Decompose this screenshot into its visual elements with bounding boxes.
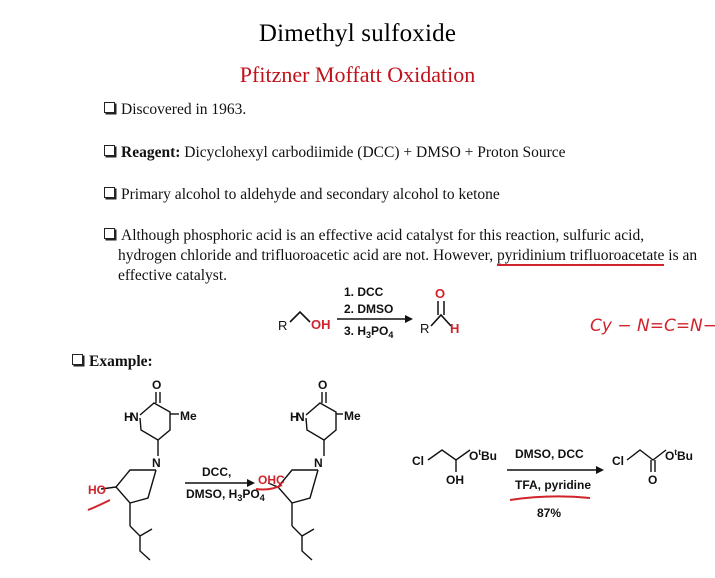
atom-h: H xyxy=(124,410,133,424)
arrow-head xyxy=(405,315,413,323)
alkyl-chain xyxy=(289,310,311,323)
bullet-acid-catalyst-line2: hydrogen chloride and trifluoroacetic ac… xyxy=(118,246,715,286)
atom-n: N xyxy=(296,410,305,424)
aldehyde-label: OHC xyxy=(258,473,285,487)
arrow-head xyxy=(247,479,255,487)
tert-butoxy-label: OtBu xyxy=(665,448,693,463)
step-dmso: 2. DMSO xyxy=(344,302,393,316)
bullet-label: Reagent: xyxy=(121,144,181,161)
scheme-ketone: Cl OH OtBu DMSO, DCC TFA, pyridine 87% C… xyxy=(412,447,693,520)
page-title: Dimethyl sulfoxide xyxy=(258,20,457,47)
handwritten-underline xyxy=(255,484,283,491)
checkbox-bullet-icon xyxy=(104,228,115,239)
handwritten-dcc-structure: Cy − N=C=N−Cy xyxy=(590,316,715,336)
scheme-oxidation-general: R OH 1. DCC 2. DMSO 3. H3PO4 R O H xyxy=(278,285,459,340)
handwritten-underline xyxy=(509,495,591,501)
chloro-label: Cl xyxy=(412,454,424,468)
methyl-label: Me xyxy=(344,409,361,423)
reagent-dcc: DCC, xyxy=(202,465,231,479)
handwritten-arrow-mark xyxy=(87,499,111,511)
bullet-discovered: Discovered in 1963. xyxy=(104,100,246,120)
atom-o: O xyxy=(318,378,327,392)
example-heading: Example: xyxy=(72,352,153,372)
checkbox-bullet-icon xyxy=(104,187,115,198)
carbonyl-oxygen: O xyxy=(435,286,445,301)
nucleoside-product: H N O Me N OHC xyxy=(255,378,361,561)
hydroxyl-label: OH xyxy=(446,473,464,487)
nucleoside-reactant: H N O Me N HO xyxy=(87,378,197,561)
bullet-reagent: Reagent: Dicyclohexyl carbodiimide (DCC)… xyxy=(104,143,566,163)
checkbox-bullet-icon xyxy=(104,102,115,113)
atom-h: H xyxy=(290,410,299,424)
checkbox-bullet-icon xyxy=(72,354,83,365)
bullet-conversion: Primary alcohol to aldehyde and secondar… xyxy=(104,185,500,205)
page-subtitle: Pfitzner Moffatt Oxidation xyxy=(239,62,476,87)
ketone-oxygen: O xyxy=(648,473,657,487)
scheme-nucleoside: H N O Me N HO DCC, DMSO, H3PO4 H N O xyxy=(87,378,361,561)
hydroxyl-label: OH xyxy=(311,317,331,332)
yield-label: 87% xyxy=(537,506,561,520)
bullet-text: Discovered in 1963. xyxy=(121,101,247,118)
underlined-catalyst: pyridinium trifluoroacetate xyxy=(496,247,665,266)
checkbox-bullet-icon xyxy=(104,145,115,156)
atom-n: N xyxy=(130,410,139,424)
bullet-text: Dicyclohexyl carbodiimide (DCC) + DMSO +… xyxy=(180,144,566,161)
atom-n: N xyxy=(152,456,161,470)
atom-o: O xyxy=(152,378,161,392)
bullet-text: Although phosphoric acid is an effective… xyxy=(121,227,645,244)
hydroxyl-label: HO xyxy=(88,483,106,497)
r-group-left: R xyxy=(278,318,287,333)
reagent-dmso-dcc: DMSO, DCC xyxy=(515,447,584,461)
bullet-acid-catalyst: Although phosphoric acid is an effective… xyxy=(104,226,644,246)
bullet-text: is an effective catalyst. xyxy=(118,247,698,284)
reagent-dmso: DMSO, H3PO4 xyxy=(186,487,265,503)
bullet-text: hydrogen chloride and trifluoroacetic ac… xyxy=(118,247,497,264)
example-label: Example: xyxy=(89,353,153,370)
aldehyde-hydrogen: H xyxy=(450,321,459,336)
aldehyde-chain xyxy=(430,313,452,327)
step-phosphoric-acid: 3. H3PO4 xyxy=(344,324,393,340)
r-group-right: R xyxy=(420,321,429,336)
bullet-text: Primary alcohol to aldehyde and secondar… xyxy=(121,186,500,203)
step-dcc: 1. DCC xyxy=(344,285,384,299)
methyl-label: Me xyxy=(180,409,197,423)
reagent-tfa-pyridine: TFA, pyridine xyxy=(515,478,591,492)
chloro-label: Cl xyxy=(612,454,624,468)
atom-n: N xyxy=(314,456,323,470)
arrow-head xyxy=(596,466,604,474)
tert-butoxy-label: OtBu xyxy=(469,448,497,463)
